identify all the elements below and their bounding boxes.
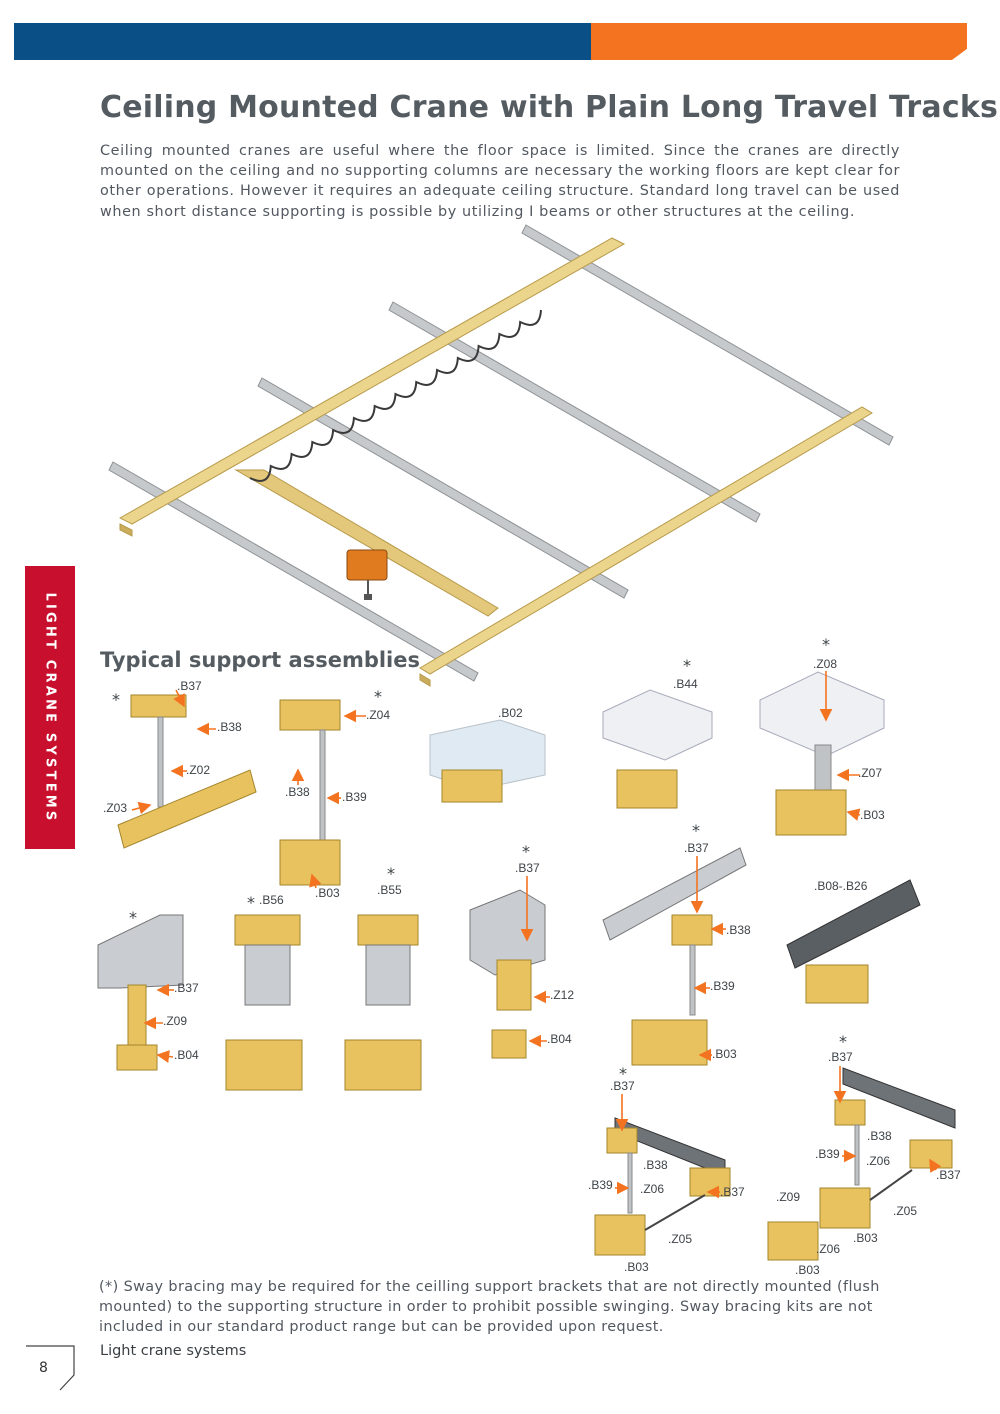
assembly-labels: .B37 .B38 .Z02 .Z03 .Z04 .B38 .B39 .B03 … — [103, 657, 961, 1277]
label-b04: .B04 — [547, 1032, 572, 1046]
label-b03: .B03 — [795, 1263, 820, 1277]
label-b37: .B37 — [174, 981, 199, 995]
label-b39: .B39 — [342, 790, 367, 804]
label-b44: .B44 — [673, 677, 698, 691]
label-b03: .B03 — [712, 1047, 737, 1061]
asterisk: * — [683, 656, 691, 675]
asterisk: * — [822, 635, 830, 654]
label-b03: .B03 — [315, 886, 340, 900]
label-b37: .B37 — [828, 1050, 853, 1064]
label-b39: .B39 — [815, 1147, 840, 1161]
page-number-frame — [26, 1345, 75, 1391]
footer-section-label: Light crane systems — [100, 1343, 247, 1359]
label-z03: .Z03 — [103, 801, 127, 815]
header-band-orange — [591, 23, 967, 60]
callout-arrows — [131, 671, 942, 1199]
header-band-blue — [14, 23, 591, 60]
label-b56: .B56 — [259, 893, 284, 907]
label-z06: .Z06 — [866, 1154, 890, 1168]
label-b38: .B38 — [867, 1129, 892, 1143]
label-z04: .Z04 — [366, 708, 390, 722]
asterisk: * — [839, 1032, 847, 1051]
asterisk: * — [112, 690, 120, 709]
label-b37: .B37 — [720, 1185, 745, 1199]
intro-paragraph: Ceiling mounted cranes are useful where … — [100, 143, 900, 220]
asterisk: * — [619, 1064, 627, 1083]
label-b39: .B39 — [710, 979, 735, 993]
asterisk: * — [522, 842, 530, 861]
footnote-sway-bracing: (*) Sway bracing may be required for the… — [99, 1279, 880, 1336]
page-number: 8 — [39, 1360, 48, 1376]
label-b37: .B37 — [936, 1168, 961, 1182]
label-z09: .Z09 — [776, 1190, 800, 1204]
asterisk: * — [247, 893, 255, 912]
label-b03: .B03 — [624, 1260, 649, 1274]
label-b39: .B39 — [588, 1178, 613, 1192]
label-z06: .Z06 — [640, 1182, 664, 1196]
label-b03: .B03 — [853, 1231, 878, 1245]
asterisk: * — [692, 821, 700, 840]
label-b38: .B38 — [643, 1158, 668, 1172]
label-b03: .B03 — [860, 808, 885, 822]
section-subtitle: Typical support assemblies — [100, 648, 420, 672]
label-z05: .Z05 — [668, 1232, 692, 1246]
label-z08: .Z08 — [813, 657, 837, 671]
label-z06: .Z06 — [816, 1242, 840, 1256]
label-z09: .Z09 — [163, 1014, 187, 1028]
label-b37: .B37 — [177, 679, 202, 693]
assembly-drawings — [97, 671, 956, 1261]
label-b04: .B04 — [174, 1048, 199, 1062]
label-b38: .B38 — [285, 785, 310, 799]
label-z05: .Z05 — [893, 1204, 917, 1218]
label-b02: .B02 — [498, 706, 523, 720]
label-b37: .B37 — [610, 1079, 635, 1093]
crane-overview-drawing — [108, 224, 894, 687]
asterisk: * — [374, 687, 382, 706]
label-b55: .B55 — [377, 883, 402, 897]
label-z07: .Z07 — [858, 766, 882, 780]
label-b37: .B37 — [684, 841, 709, 855]
label-z12: .Z12 — [550, 988, 574, 1002]
label-b37: .B37 — [515, 861, 540, 875]
label-z02: .Z02 — [186, 763, 210, 777]
label-b08-b26: .B08-.B26 — [814, 879, 868, 893]
sway-bracing-asterisks: * * * * * * * * * * * — [112, 635, 847, 1083]
label-b38: .B38 — [726, 923, 751, 937]
asterisk: * — [387, 864, 395, 883]
page-title: Ceiling Mounted Crane with Plain Long Tr… — [100, 90, 999, 125]
asterisk: * — [129, 908, 137, 927]
side-section-tab: LIGHT CRANE SYSTEMS — [25, 566, 75, 849]
label-b38: .B38 — [217, 720, 242, 734]
